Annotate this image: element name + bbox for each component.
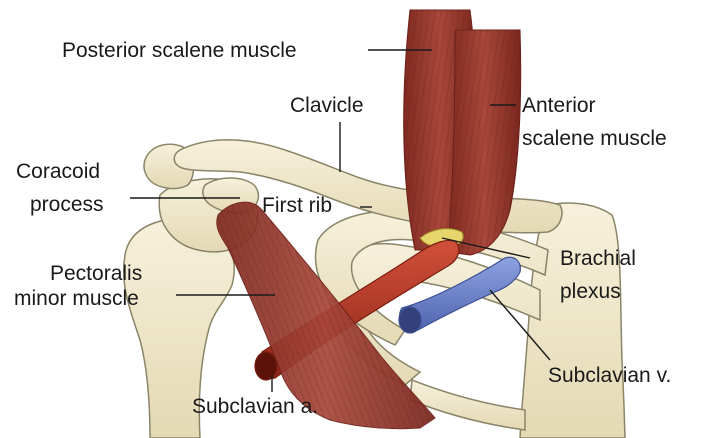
label-clavicle: Clavicle (290, 94, 364, 117)
label-anterior-scalene-line1: Anterior (522, 94, 596, 117)
sternum (520, 203, 625, 438)
label-coracoid-line1: Coracoid (16, 160, 100, 183)
label-pectoralis-line1: Pectoralis (50, 262, 142, 285)
label-brachial-line2: plexus (560, 280, 621, 303)
label-first-rib: First rib (262, 194, 332, 217)
label-brachial-line1: Brachial (560, 247, 636, 270)
label-subclavian-artery: Subclavian a. (192, 395, 318, 418)
scalene-muscles (404, 10, 521, 255)
label-subclavian-vein: Subclavian v. (548, 364, 671, 387)
label-posterior-scalene: Posterior scalene muscle (62, 39, 297, 62)
label-pectoralis-line2: minor muscle (14, 287, 139, 310)
label-anterior-scalene-line2: scalene muscle (522, 127, 667, 150)
label-coracoid-line2: process (30, 193, 104, 216)
